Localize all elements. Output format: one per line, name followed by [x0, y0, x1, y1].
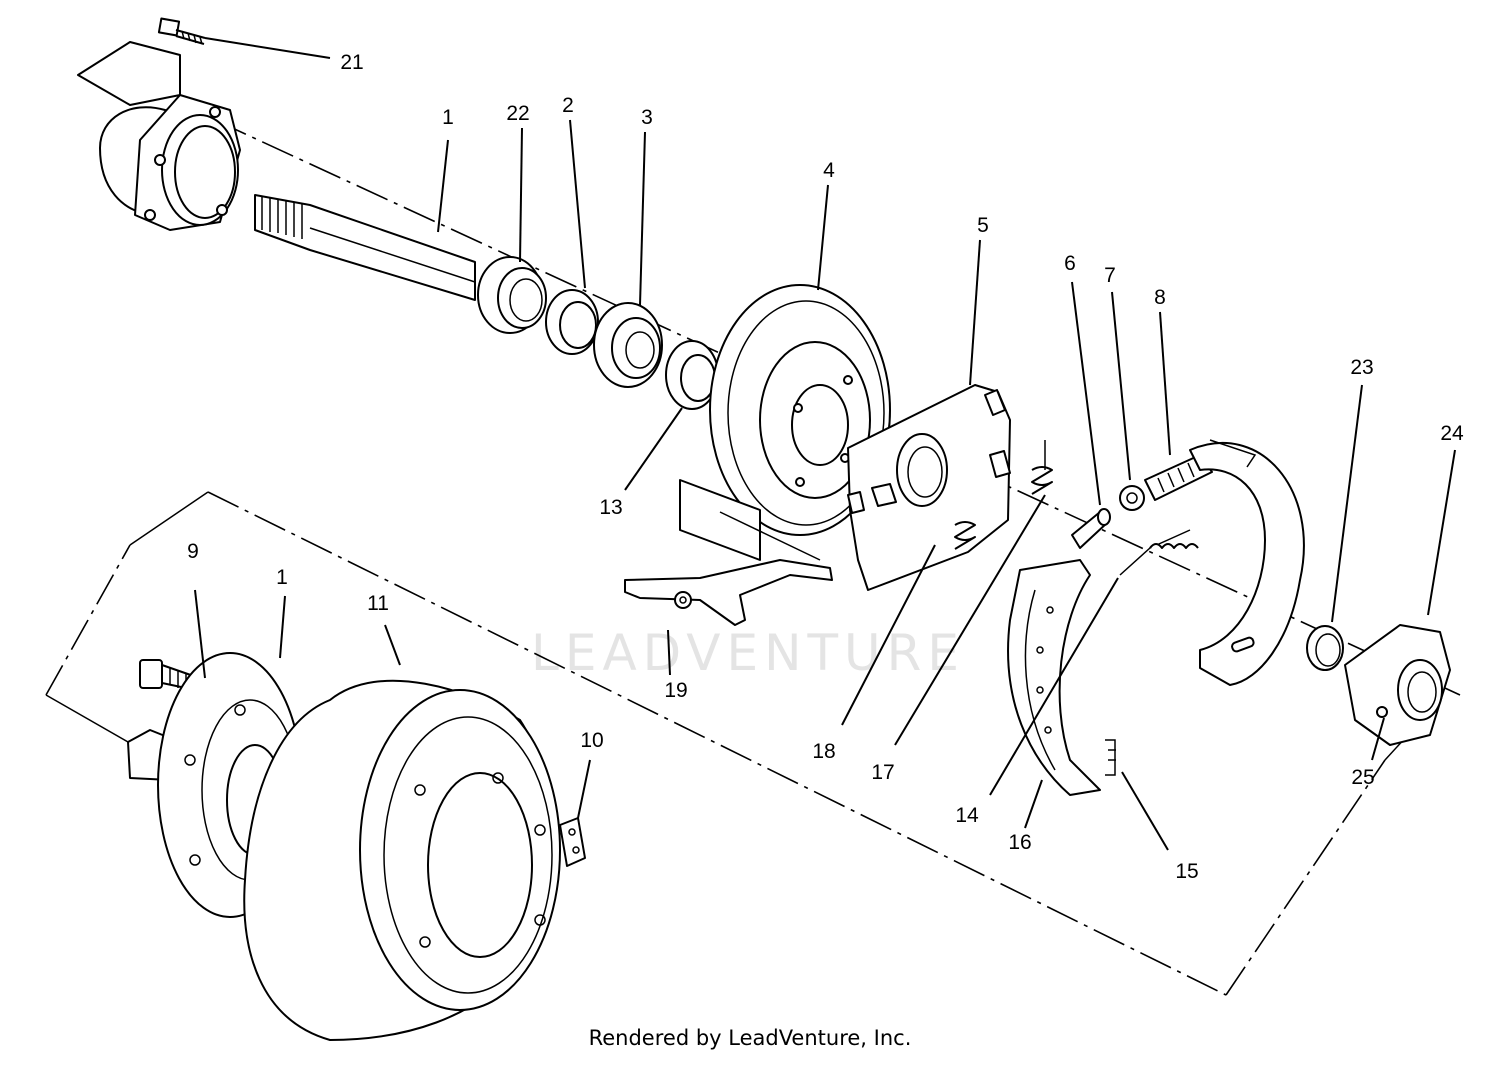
callouts: 21 1 22 2 3 4 5 6 7 8 23 24 13 9 1 11 10…: [187, 51, 1464, 883]
part-15-clip: [1105, 739, 1116, 776]
callout-3: 3: [641, 106, 653, 129]
callout-1-hub: 1: [276, 566, 288, 589]
callout-17: 17: [871, 761, 894, 784]
part-2-seal: [545, 289, 599, 355]
callout-16: 16: [1008, 831, 1031, 854]
callout-14: 14: [955, 804, 979, 827]
callout-10: 10: [580, 729, 603, 752]
callout-1-axle: 1: [442, 106, 454, 129]
callout-7: 7: [1104, 264, 1116, 287]
callout-19: 19: [664, 679, 687, 702]
part-3-bearing: [593, 302, 663, 388]
part-25-set-screw: [1376, 706, 1388, 718]
credit-line: Rendered by LeadVenture, Inc.: [588, 1026, 912, 1050]
callout-21: 21: [340, 51, 363, 74]
part-4-backing-plate: [679, 284, 891, 561]
part-24-flange-nut: [1344, 624, 1451, 746]
part-11-brake-drum: [243, 679, 561, 1041]
callout-13: 13: [599, 496, 622, 519]
brake-shoe-right: [1189, 439, 1305, 686]
part-1-axle-shaft: [254, 194, 476, 301]
part-18-spring: [954, 521, 976, 550]
part-8-adjuster-screw: [1144, 454, 1213, 501]
watermark: LEADVENTURE: [531, 624, 965, 682]
callout-8: 8: [1154, 286, 1166, 309]
part-13-spacer: [665, 340, 719, 410]
callout-2: 2: [562, 94, 574, 117]
part-19-lever: [624, 559, 833, 626]
callout-18: 18: [812, 740, 835, 763]
callout-6: 6: [1064, 252, 1076, 275]
callout-25: 25: [1351, 766, 1374, 789]
part-7-star-wheel: [1119, 485, 1145, 511]
callout-24: 24: [1440, 422, 1464, 445]
axle-housing-flange: [77, 41, 241, 231]
part-17-spring: [1031, 440, 1053, 495]
callout-4: 4: [823, 159, 835, 182]
callout-23: 23: [1350, 356, 1373, 379]
leader-lines: [194, 37, 1456, 851]
part-22-bearing-cup: [477, 256, 547, 334]
part-10-clip: [559, 817, 586, 867]
part-21-bolt: [157, 17, 206, 45]
part-23-o-ring: [1306, 625, 1344, 671]
part-16-brake-shoe: [1007, 559, 1101, 796]
callout-11: 11: [367, 592, 389, 615]
callout-22: 22: [506, 102, 529, 125]
part-6-adjuster-pin: [1071, 508, 1111, 549]
callout-9: 9: [187, 540, 199, 563]
part-14-return-spring: [1119, 529, 1199, 576]
callout-15: 15: [1175, 860, 1198, 883]
callout-5: 5: [977, 214, 989, 237]
